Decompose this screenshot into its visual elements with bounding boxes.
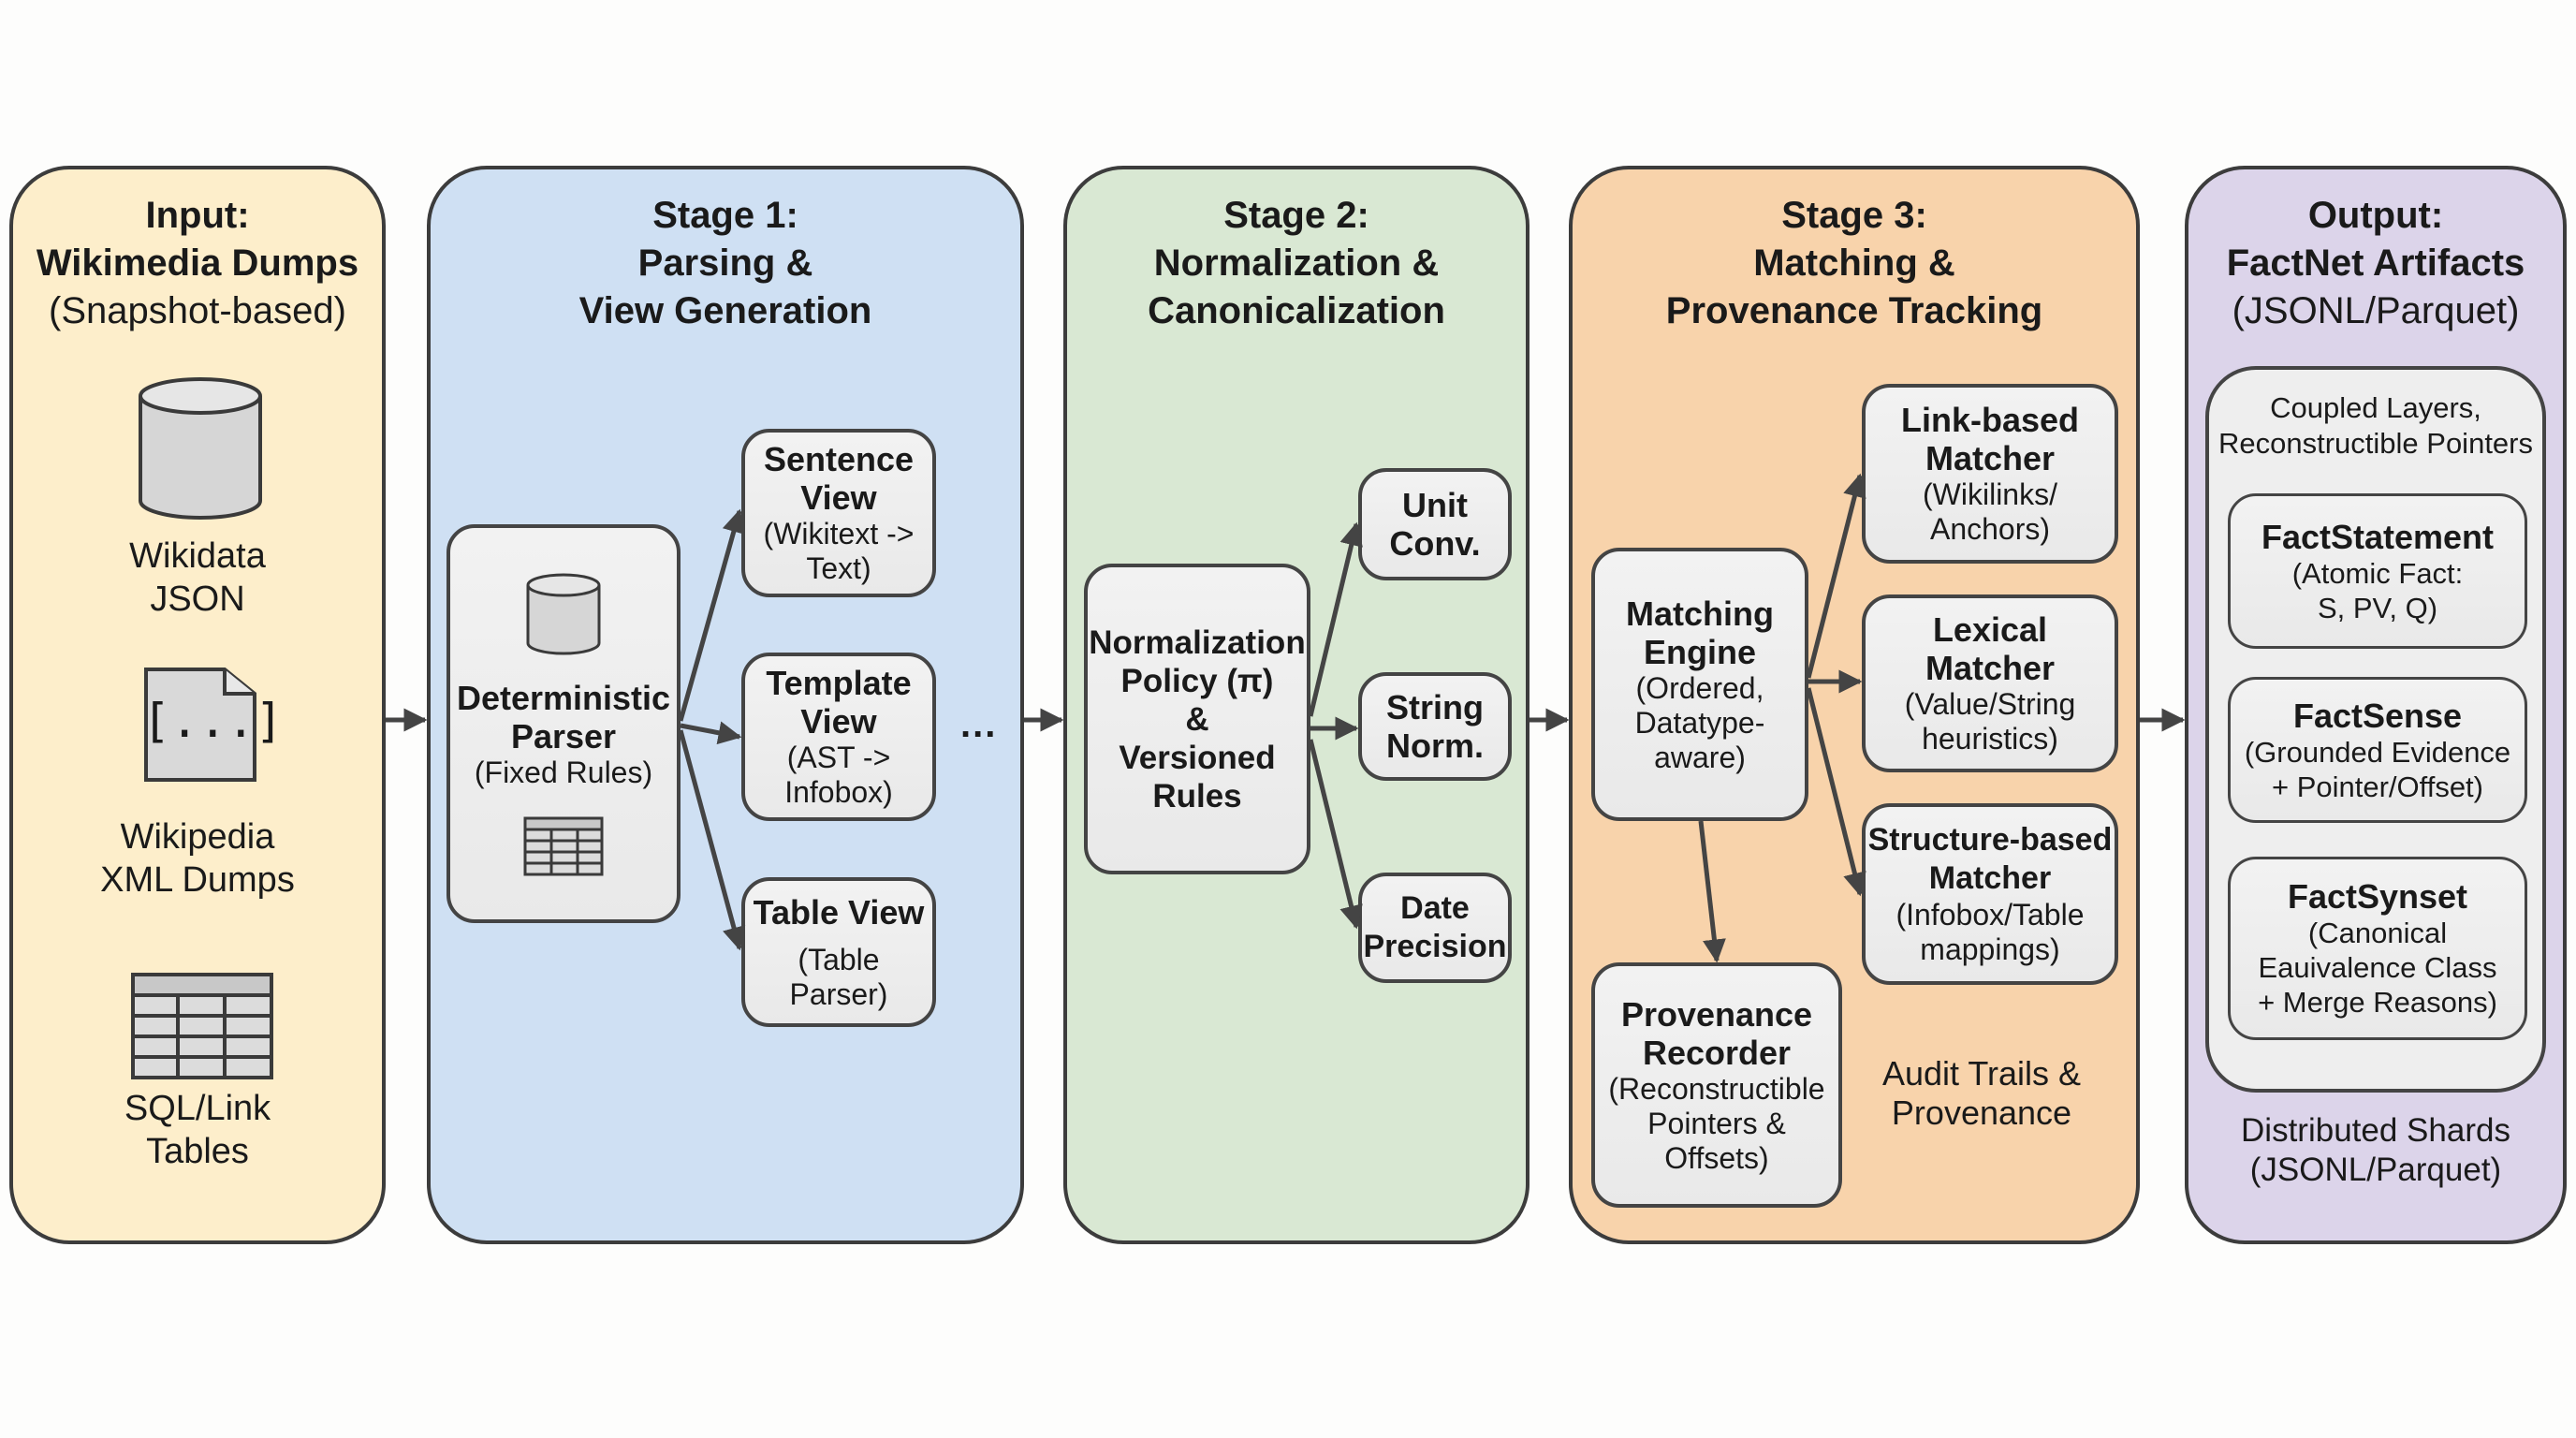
output-title-line3: (JSONL/Parquet) [2232, 290, 2520, 331]
factsense-subtitle: (Grounded Evidence + Pointer/Offset) [2244, 735, 2511, 803]
template-view-node[interactable]: Template View (AST -> Infobox) [741, 653, 936, 821]
sentence-view-node[interactable]: Sentence View (Wikitext -> Text) [741, 429, 936, 597]
stage1-panel-title: Stage 1: Parsing & View Generation [431, 192, 1020, 335]
factsynset-title: FactSynset [2287, 877, 2468, 916]
factsense-title: FactSense [2292, 696, 2463, 735]
engine-subtitle: (Ordered, Datatype- aware) [1634, 670, 1765, 774]
table-icon [131, 973, 273, 1079]
document-icon [144, 668, 256, 782]
database-icon [526, 573, 601, 654]
string-norm-node[interactable]: String Norm. [1358, 672, 1512, 781]
input-title-line2: Wikimedia Dumps [36, 242, 359, 284]
output-title-line1: Output: [2307, 195, 2444, 236]
structure-matcher-title: Structure-based Matcher [1867, 822, 2113, 896]
stage1-title-line2: Parsing & [637, 242, 813, 284]
engine-title: Matching Engine [1626, 594, 1774, 671]
date-precision-node[interactable]: Date Precision [1358, 873, 1512, 983]
input-title-line3: (Snapshot-based) [49, 290, 346, 331]
stage1-title-line3: View Generation [578, 290, 872, 331]
stage2-title-line2: Normalization & [1153, 242, 1440, 284]
stage3-title-line3: Provenance Tracking [1665, 290, 2043, 331]
input-panel: Input: Wikimedia Dumps (Snapshot-based) … [9, 166, 386, 1244]
input-title-line1: Input: [145, 195, 250, 236]
unit-conv-title: Unit Conv. [1389, 486, 1481, 563]
provenance-recorder-node[interactable]: Provenance Recorder (Reconstructible Poi… [1591, 962, 1842, 1208]
database-icon [139, 377, 262, 520]
unit-conv-node[interactable]: Unit Conv. [1358, 468, 1512, 580]
parser-subtitle: (Fixed Rules) [474, 755, 653, 789]
template-view-subtitle: (AST -> Infobox) [784, 741, 893, 809]
input-item-label-wikipedia: Wikipedia XML Dumps [100, 817, 295, 900]
link-based-matcher-node[interactable]: Link-based Matcher (Wikilinks/ Anchors) [1862, 384, 2118, 564]
coupled-layers-container: Coupled Layers, Reconstructible Pointers… [2205, 366, 2546, 1093]
factsynset-node[interactable]: FactSynset (Canonical Eauivalence Class … [2228, 857, 2527, 1040]
stage3-panel-title: Stage 3: Matching & Provenance Tracking [1573, 192, 2136, 335]
lexical-matcher-node[interactable]: Lexical Matcher (Value/String heuristics… [1862, 594, 2118, 772]
stage2-title-line1: Stage 2: [1223, 195, 1369, 236]
link-matcher-title: Link-based Matcher [1900, 401, 2080, 477]
table-icon [523, 816, 604, 875]
factstatement-node[interactable]: FactStatement (Atomic Fact: S, PV, Q) [2228, 493, 2527, 649]
string-norm-title: String Norm. [1385, 688, 1484, 765]
input-item-label-wikidata: Wikidata JSON [129, 536, 266, 619]
link-matcher-subtitle: (Wikilinks/ Anchors) [1923, 477, 2057, 546]
recorder-subtitle: (Reconstructible Pointers & Offsets) [1608, 1071, 1825, 1175]
table-view-node[interactable]: Table View (Table Parser) [741, 877, 936, 1027]
date-precision-title: Date Precision [1363, 890, 1507, 964]
coupled-layers-label: Coupled Layers, Reconstructible Pointers [2218, 391, 2533, 460]
stage2-panel-title: Stage 2: Normalization & Canonicalizatio… [1067, 192, 1526, 335]
factsynset-subtitle: (Canonical Eauivalence Class + Merge Rea… [2258, 917, 2497, 1019]
lexical-matcher-subtitle: (Value/String heuristics) [1904, 687, 2076, 756]
factstatement-subtitle: (Atomic Fact: S, PV, Q) [2291, 556, 2464, 624]
output-title-line2: FactNet Artifacts [2226, 242, 2525, 284]
stage2-title-line3: Canonicalization [1148, 290, 1445, 331]
lexical-matcher-title: Lexical Matcher [1925, 610, 2056, 687]
stage3-title-line1: Stage 3: [1781, 195, 1927, 236]
matching-engine-node[interactable]: Matching Engine (Ordered, Datatype- awar… [1591, 548, 1808, 821]
structure-matcher-subtitle: (Infobox/Table mappings) [1895, 898, 2085, 966]
policy-title: Normalization Policy (π) & Versioned Rul… [1089, 624, 1306, 814]
factstatement-title: FactStatement [2261, 517, 2495, 556]
normalization-policy-node[interactable]: Normalization Policy (π) & Versioned Rul… [1084, 564, 1310, 874]
sentence-view-title: Sentence View [763, 440, 915, 517]
sentence-view-subtitle: (Wikitext -> Text) [763, 517, 915, 585]
parser-title: Deterministic Parser [456, 678, 671, 756]
factsense-node[interactable]: FactSense (Grounded Evidence + Pointer/O… [2228, 677, 2527, 823]
structure-based-matcher-node[interactable]: Structure-based Matcher (Infobox/Table m… [1862, 803, 2118, 985]
deterministic-parser-node[interactable]: Deterministic Parser (Fixed Rules) [446, 524, 681, 923]
template-view-title: Template View [766, 664, 912, 741]
more-views-ellipsis: ... [960, 704, 998, 745]
distributed-shards-label: Distributed Shards (JSONL/Parquet) [2241, 1112, 2510, 1188]
audit-trails-note: Audit Trails & Provenance [1881, 1054, 2082, 1132]
stage1-title-line1: Stage 1: [652, 195, 798, 236]
input-panel-title: Input: Wikimedia Dumps (Snapshot-based) [13, 192, 382, 335]
input-item-label-sql: SQL/Link Tables [124, 1089, 271, 1171]
output-panel-title: Output: FactNet Artifacts (JSONL/Parquet… [2188, 192, 2563, 335]
recorder-title: Provenance Recorder [1620, 994, 1813, 1072]
table-view-title: Table View [753, 892, 925, 932]
output-panel: Output: FactNet Artifacts (JSONL/Parquet… [2185, 166, 2567, 1244]
document-icon-text: [...] [142, 694, 284, 748]
stage3-title-line2: Matching & [1753, 242, 1955, 284]
table-view-subtitle: (Table Parser) [789, 942, 888, 1011]
